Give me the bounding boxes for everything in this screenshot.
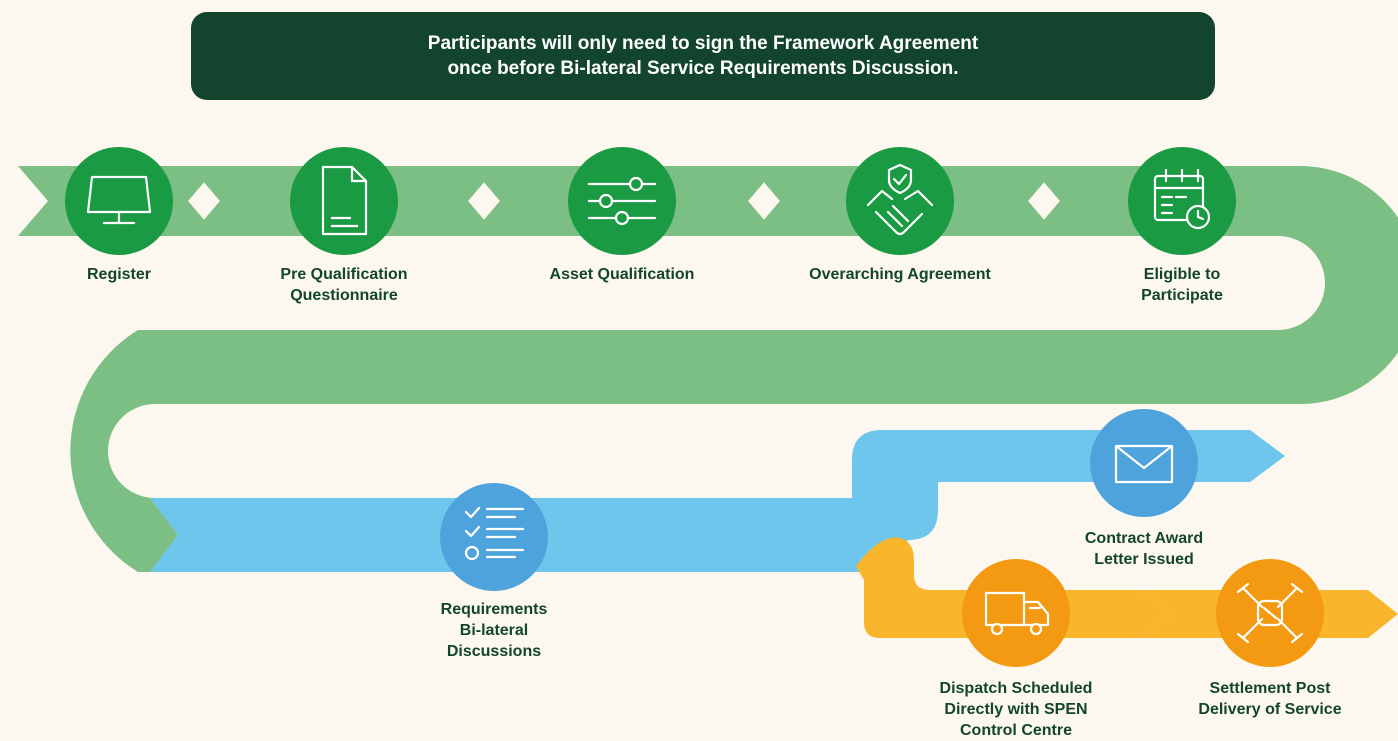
label-contract-award: Contract Award Letter Issued [1024, 528, 1264, 570]
label-asset-qualification: Asset Qualification [502, 264, 742, 285]
label-dispatch-line-1: Dispatch Scheduled [939, 680, 1093, 697]
label-settlement-line-1: Settlement Post [1209, 680, 1331, 697]
envelope-icon [1114, 444, 1174, 484]
label-settlement: Settlement Post Delivery of Service [1150, 678, 1390, 720]
label-contract-award-line-2: Letter Issued [1094, 551, 1194, 568]
label-dispatch-line-2: Directly with SPEN [944, 701, 1088, 718]
checklist-icon [464, 506, 525, 561]
step-register [65, 147, 173, 255]
label-requirements: Requirements Bi-lateral Discussions [374, 599, 614, 662]
truck-icon [984, 591, 1050, 636]
label-eligible-line-1: Eligible to [1143, 266, 1221, 283]
label-pre-qualification-line-2: Questionnaire [290, 287, 398, 304]
joined-hands-icon [1236, 582, 1304, 644]
step-settlement [1216, 559, 1324, 667]
banner-line-2: once before Bi-lateral Service Requireme… [447, 58, 959, 79]
step-pre-qualification [290, 147, 398, 255]
label-overarching-agreement: Overarching Agreement [780, 264, 1020, 285]
step-requirements [440, 483, 548, 591]
banner-line-1: Participants will only need to sign the … [427, 33, 979, 54]
step-asset-qualification [568, 147, 676, 255]
framework-agreement-banner: Participants will only need to sign the … [191, 12, 1215, 100]
label-dispatch: Dispatch Scheduled Directly with SPEN Co… [896, 678, 1136, 741]
label-requirements-line-2: Bi-lateral [459, 622, 529, 639]
label-overarching-agreement-line: Overarching Agreement [809, 266, 991, 283]
blue-flow-band [150, 430, 1285, 572]
monitor-icon [86, 175, 152, 225]
document-icon [321, 165, 368, 236]
step-dispatch [962, 559, 1070, 667]
label-dispatch-line-3: Control Centre [960, 722, 1072, 739]
sliders-icon [587, 176, 657, 226]
label-requirements-line-1: Requirements [440, 601, 548, 618]
label-contract-award-line-1: Contract Award [1084, 530, 1204, 547]
label-pre-qualification-line-1: Pre Qualification [280, 266, 408, 283]
handshake-shield-icon [866, 163, 934, 236]
label-eligible-line-2: Participate [1141, 287, 1223, 304]
calendar-clock-icon [1153, 168, 1211, 230]
label-asset-qualification-line: Asset Qualification [549, 266, 695, 283]
label-eligible: Eligible to Participate [1062, 264, 1302, 306]
step-overarching-agreement [846, 147, 954, 255]
step-eligible [1128, 147, 1236, 255]
label-register-line: Register [86, 266, 152, 283]
label-settlement-line-2: Delivery of Service [1198, 701, 1342, 718]
label-pre-qualification: Pre Qualification Questionnaire [224, 264, 464, 306]
label-requirements-line-3: Discussions [446, 643, 542, 660]
label-register: Register [0, 264, 239, 285]
step-contract-award [1090, 409, 1198, 517]
